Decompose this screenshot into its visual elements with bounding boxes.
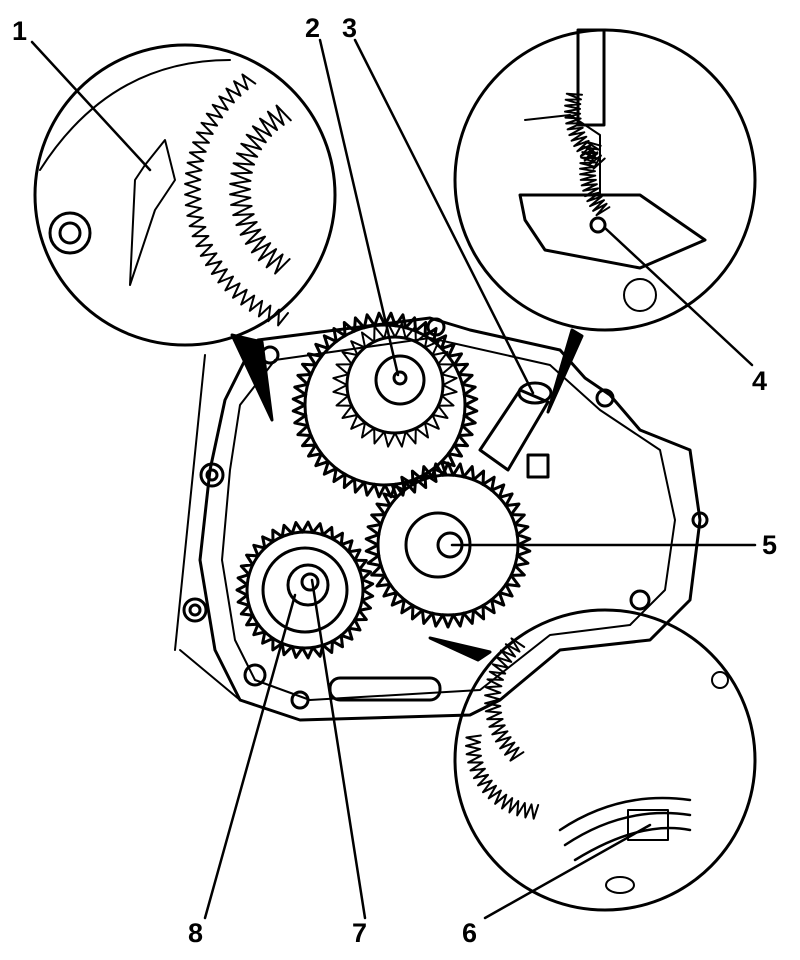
side-plate (174, 354, 206, 651)
detail-circle-bottom-right (453, 608, 757, 912)
housing-bolt-hole (290, 690, 310, 710)
detail-rod (576, 28, 606, 127)
detail-bracket (129, 139, 176, 286)
leader-line-3 (353, 38, 535, 395)
detail-pointer (546, 328, 584, 414)
housing-bolt-hole (595, 388, 615, 408)
detail-clip-block (627, 809, 669, 841)
callout-label-5: 5 (762, 530, 778, 560)
shift-shaft-end (517, 381, 553, 405)
leader-line-2 (318, 38, 400, 377)
leader-line-8 (203, 593, 297, 920)
leader-line-1 (30, 40, 152, 172)
detail-hole (623, 278, 657, 312)
detail-fork-bolt (589, 216, 607, 234)
callout-label-6: 6 (462, 918, 478, 948)
detail-gear-teeth (484, 637, 526, 762)
detail-bolt (48, 211, 92, 255)
upper-gear-inner (345, 335, 445, 435)
detail-circle-top-left (33, 43, 337, 347)
detail-hole (711, 671, 729, 689)
detail-pointer (428, 636, 492, 662)
housing-outline (198, 316, 702, 722)
detail-pointer (230, 333, 274, 422)
housing-bolt-hole (199, 462, 225, 488)
detail-gear-teeth (579, 140, 611, 217)
callout-label-8: 8 (188, 918, 204, 948)
leader-line-7 (310, 578, 367, 920)
callout-label-7: 7 (352, 918, 368, 948)
detail-fork-arm (524, 114, 601, 196)
housing-bolt-hole (691, 511, 709, 529)
callout-label-1: 1 (12, 16, 28, 46)
shift-shaft (478, 388, 550, 472)
lower-gear-hub (286, 563, 330, 607)
shift-shaft-clip (526, 453, 550, 479)
housing-bolt-hole (243, 663, 267, 687)
upper-gear-hub (374, 354, 426, 406)
housing-bolt-hole (182, 597, 208, 623)
detail-gear-teeth (184, 73, 289, 327)
upper-gear-inner-teeth (332, 322, 458, 448)
housing-bolt-hole (188, 603, 202, 617)
callout-label-2: 2 (305, 13, 321, 43)
detail-bolt (58, 221, 82, 245)
housing-slot (328, 676, 442, 702)
housing-bolt-hole (205, 468, 219, 482)
housing-inner-edge (221, 337, 676, 701)
leader-line-6 (483, 823, 652, 920)
middle-gear-teeth (364, 461, 532, 629)
callout-label-3: 3 (342, 13, 358, 43)
detail-gear-teeth (229, 104, 292, 275)
detail-wire-clip (558, 796, 692, 862)
upper-gear-bore (392, 370, 408, 386)
detail-edge (39, 59, 231, 171)
lower-gear-ring (261, 546, 349, 634)
lower-gear-nut (300, 572, 320, 592)
detail-gear-teeth (564, 92, 606, 170)
side-plate (179, 649, 241, 701)
housing-bolt-hole (629, 589, 651, 611)
detail-gear-teeth (465, 734, 540, 820)
detail-hole (605, 876, 635, 894)
callout-label-4: 4 (752, 366, 768, 396)
detail-shift-fork (518, 193, 707, 270)
leader-line-4 (603, 226, 754, 367)
lower-gear-teeth (235, 520, 375, 660)
